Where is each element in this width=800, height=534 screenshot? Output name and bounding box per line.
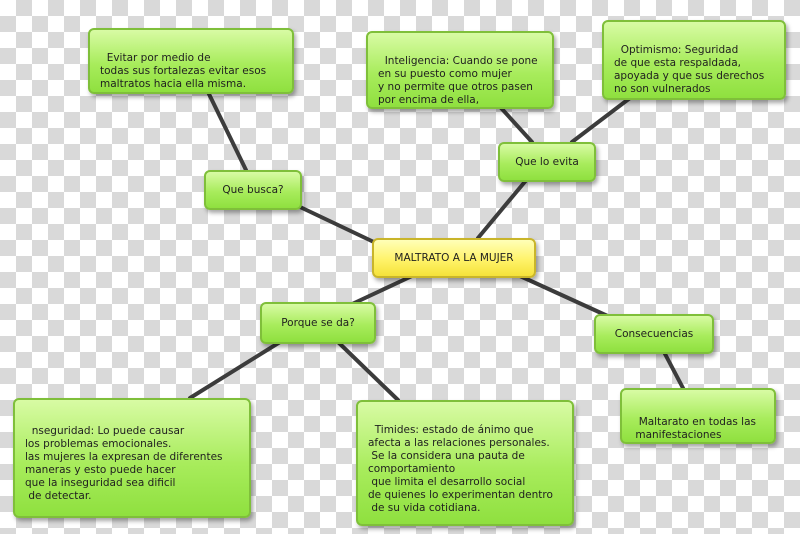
node-center-text: MALTRATO A LA MUJER bbox=[394, 251, 514, 264]
node-evitar-text: Evitar por medio de todas sus fortalezas… bbox=[100, 52, 267, 90]
node-manifestaciones-text: Maltarato en todas las manifestaciones bbox=[635, 416, 757, 441]
node-que-busca-text: Que busca? bbox=[222, 183, 284, 196]
node-timidez-text: Timides: estado de ánimo que afecta a la… bbox=[368, 424, 553, 514]
node-maltrato-manifestaciones[interactable]: Maltarato en todas las manifestaciones bbox=[620, 388, 776, 444]
connector-que-lo-evita-optimismo bbox=[570, 96, 632, 144]
node-optimismo[interactable]: Optimismo: Seguridad de que esta respald… bbox=[602, 20, 786, 100]
connector-consecuencias-manifestaciones bbox=[662, 350, 686, 392]
node-porque-se-da-text: Porque se da? bbox=[281, 316, 355, 329]
node-consecuencias-text: Consecuencias bbox=[614, 327, 694, 340]
connector-porque-inseguridad bbox=[188, 340, 282, 400]
connector-center-porque bbox=[348, 274, 414, 307]
node-timidez[interactable]: Timides: estado de ánimo que afecta a la… bbox=[356, 400, 574, 526]
node-inteligencia-text: Inteligencia: Cuando se pone en su puest… bbox=[378, 55, 538, 106]
node-porque-se-da[interactable]: Porque se da? bbox=[260, 302, 376, 344]
node-inseguridad[interactable]: nseguridad: Lo puede causar los problema… bbox=[13, 398, 251, 518]
node-que-busca[interactable]: Que busca? bbox=[204, 170, 302, 210]
node-consecuencias[interactable]: Consecuencias bbox=[594, 314, 714, 354]
connector-que-busca-evitar bbox=[206, 90, 248, 172]
connector-porque-timidez bbox=[336, 340, 400, 402]
connector-center-que-lo-evita bbox=[476, 176, 530, 240]
node-que-lo-evita-text: Que lo evita bbox=[515, 155, 579, 168]
node-que-lo-evita[interactable]: Que lo evita bbox=[498, 142, 596, 182]
node-optimismo-text: Optimismo: Seguridad de que esta respald… bbox=[614, 44, 765, 95]
node-inseguridad-text: nseguridad: Lo puede causar los problema… bbox=[25, 425, 223, 502]
node-evitar[interactable]: Evitar por medio de todas sus fortalezas… bbox=[88, 28, 294, 94]
node-inteligencia[interactable]: Inteligencia: Cuando se pone en su puest… bbox=[366, 31, 554, 109]
connector-center-que-busca bbox=[296, 204, 380, 246]
connector-center-consecuencias bbox=[518, 274, 614, 320]
node-maltrato-a-la-mujer[interactable]: MALTRATO A LA MUJER bbox=[372, 238, 536, 278]
